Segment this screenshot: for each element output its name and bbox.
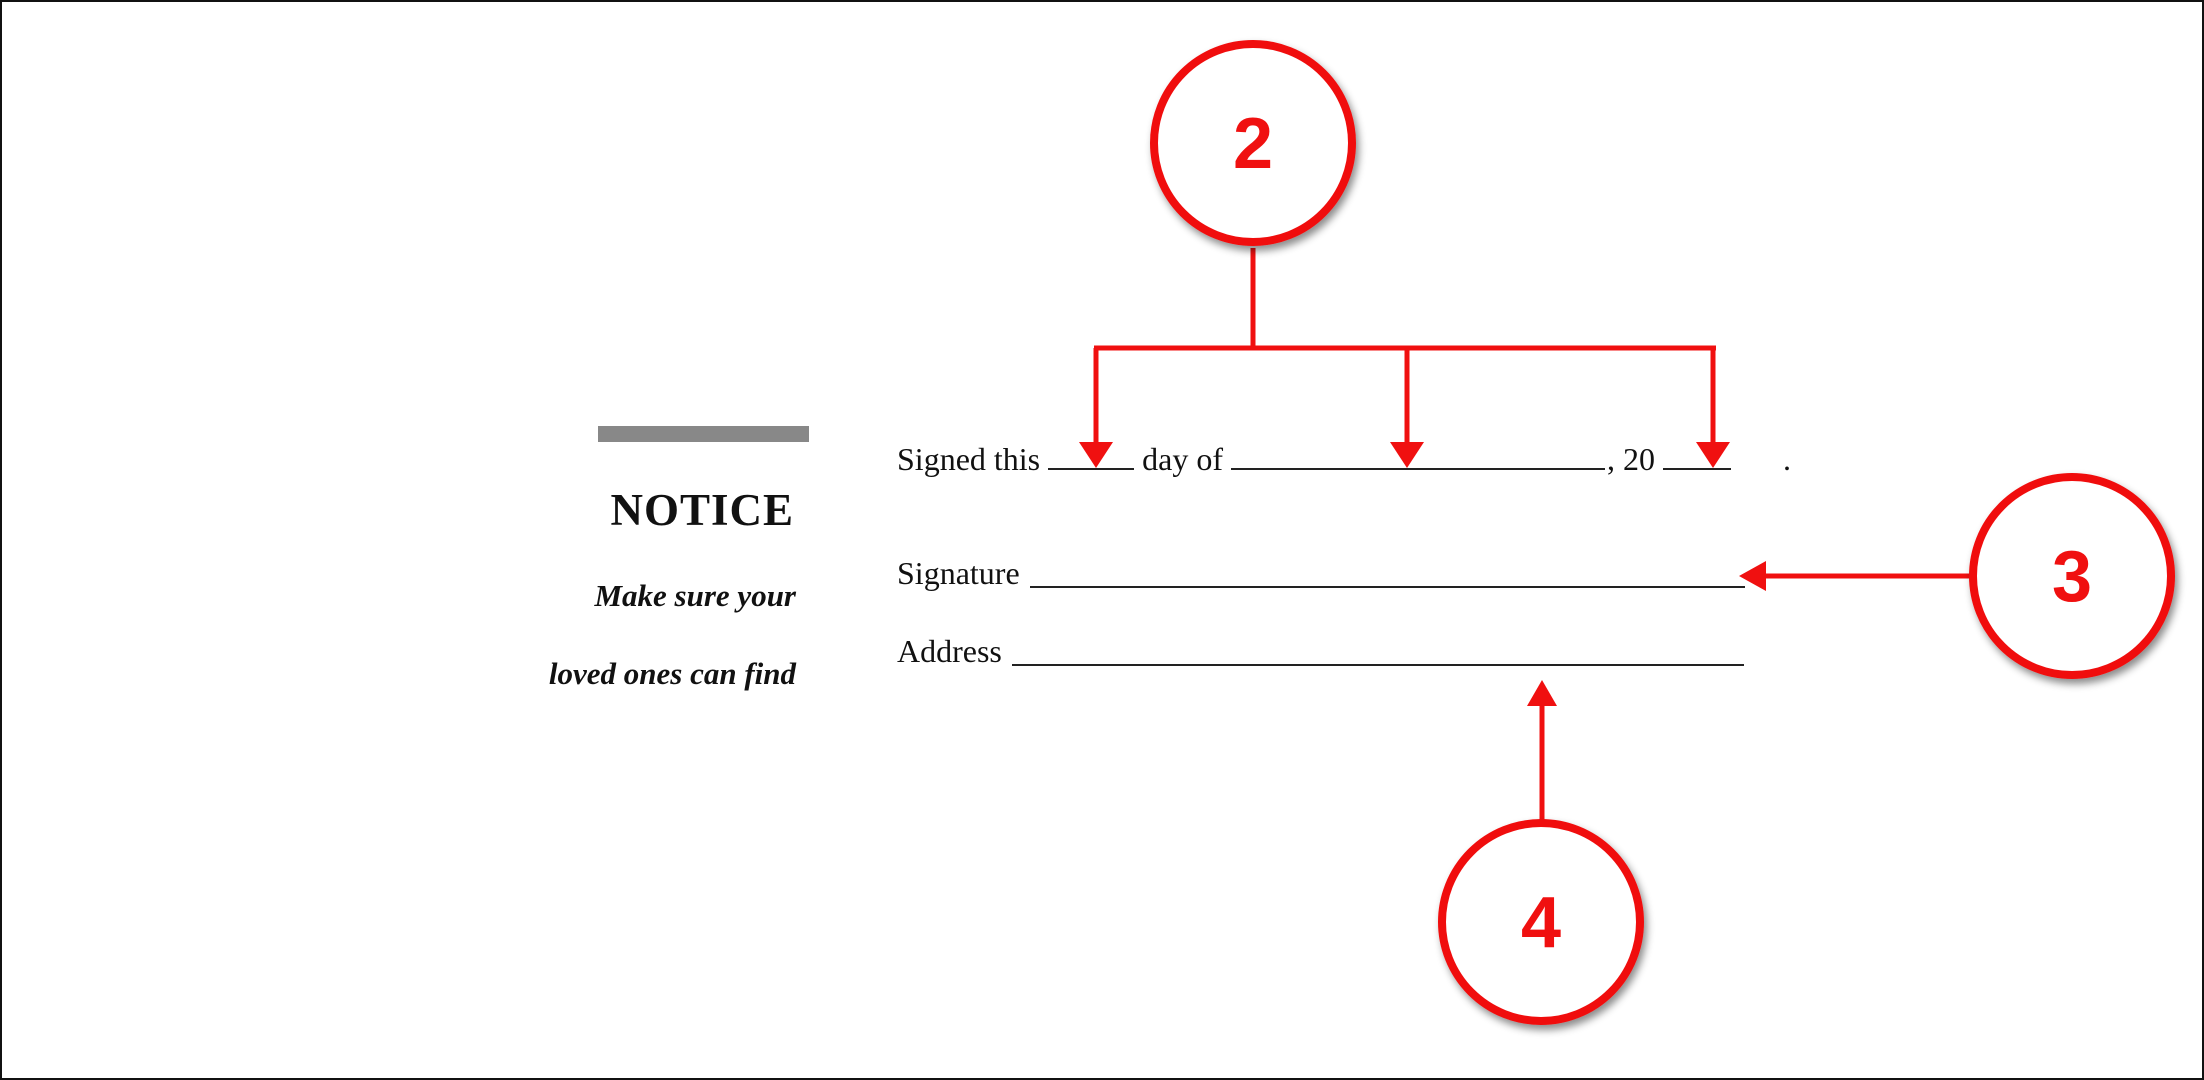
signed-this-label: Signed this — [897, 441, 1041, 477]
address-line: Address — [897, 633, 1744, 670]
signature-label: Signature — [897, 555, 1020, 591]
arrowhead-address — [1527, 680, 1557, 706]
signature-line: Signature — [897, 555, 1745, 592]
callout-2-arrowheads — [1079, 442, 1730, 468]
callout-4-number: 4 — [1521, 883, 1561, 963]
callout-4: 4 — [1438, 819, 1644, 1025]
callout-2-connector — [1093, 248, 1716, 446]
arrowhead-day — [1079, 442, 1113, 468]
arrowhead-year — [1696, 442, 1730, 468]
signature-blank[interactable] — [1029, 556, 1745, 588]
callout-3-number: 3 — [2052, 537, 2092, 617]
notice-text-line-2: loved ones can find — [548, 656, 796, 691]
arrowhead-signature — [1739, 561, 1766, 591]
address-blank[interactable] — [1011, 634, 1744, 666]
year-blank[interactable] — [1662, 438, 1731, 470]
month-blank[interactable] — [1230, 438, 1605, 470]
day-of-label: day of — [1142, 441, 1223, 477]
callout-3: 3 — [1969, 473, 2175, 679]
notice-text-line-1: Make sure your — [594, 578, 796, 613]
signed-date-line: Signed this day of , 20. — [897, 438, 1791, 478]
notice-title: NOTICE — [610, 485, 794, 535]
callout-4-connector — [1527, 680, 1557, 820]
year-prefix-label: , 20 — [1606, 441, 1655, 477]
callout-2: 2 — [1150, 40, 1356, 246]
callout-2-number: 2 — [1233, 104, 1273, 184]
address-label: Address — [897, 633, 1002, 669]
notice-divider-bar — [598, 426, 809, 442]
arrowhead-month — [1390, 442, 1424, 468]
day-blank[interactable] — [1048, 438, 1135, 470]
callout-3-connector — [1739, 561, 1976, 591]
period-mark: . — [1782, 441, 1791, 477]
